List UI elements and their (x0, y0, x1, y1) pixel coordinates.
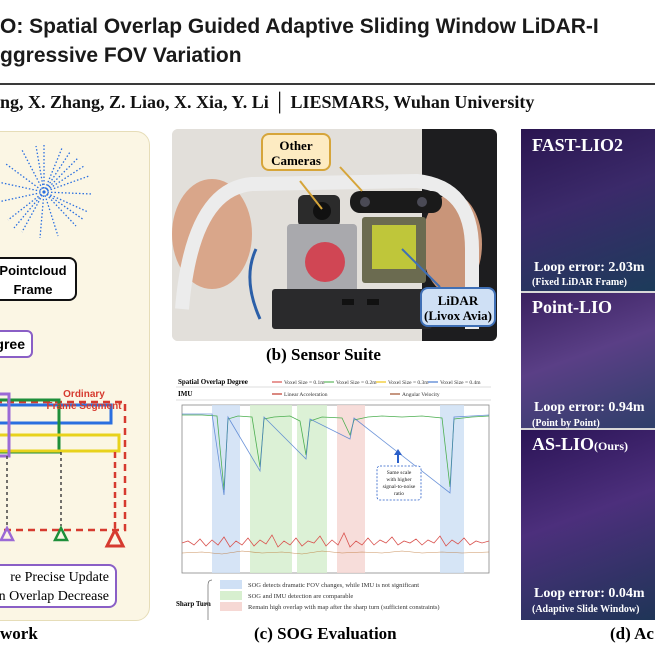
svg-text:ratio: ratio (394, 491, 404, 497)
caption-a: work (0, 624, 38, 643)
tile-fast-lio2-error: Loop error: 2.03m (534, 260, 645, 275)
legend-voxel-01: Voxel Size = 0.1m (284, 380, 325, 386)
legend-voxel-02: Voxel Size = 0.2m (336, 380, 377, 386)
band-blue-1 (212, 405, 240, 573)
pointcloud-frame-label: Pointcloud Frame (0, 257, 77, 301)
note-blue: SOG detects dramatic FOV changes, while … (248, 582, 419, 589)
sog-evaluation-chart: Spatial Overlap Degree Voxel Size = 0.1m… (172, 375, 495, 622)
tile-point-lio-sub: (Point by Point) (532, 418, 600, 429)
tile-as-lio-sub: (Adaptive Slide Window) (532, 604, 640, 615)
arrow-up-icon (394, 449, 402, 455)
frame-marker-purple-icon (0, 525, 16, 542)
tile-as-lio-title: AS-LIO(Ours) (532, 434, 628, 455)
authors-line: ng, X. Zhang, Z. Liao, X. Xia, Y. Li │ L… (0, 92, 535, 112)
title-divider (0, 83, 655, 85)
legend-voxel-04: Voxel Size = 0.4m (440, 380, 481, 386)
svg-text:with higher: with higher (386, 477, 411, 483)
frame-marker-green-icon (52, 525, 70, 542)
svg-text:Same scale: Same scale (387, 470, 412, 476)
title-line-2: ggressive FOV Variation (0, 44, 242, 67)
svg-text:signal-to-noise: signal-to-noise (383, 484, 416, 490)
caption-b: (b) Sensor Suite (266, 345, 381, 364)
legend-angular-vel: Angular Velocity (402, 392, 440, 398)
imu-trace (181, 532, 490, 548)
tile-as-lio-suffix: (Ours) (594, 439, 629, 453)
overlap-degree-label: egree (0, 330, 33, 358)
imu-title: IMU (178, 390, 192, 398)
caption-c: (c) SOG Evaluation (254, 624, 397, 643)
caption-d: (d) Ac (610, 624, 654, 643)
tile-as-lio: AS-LIO(Ours) Loop error: 0.04m (Adaptive… (521, 430, 655, 620)
band-green-1 (250, 405, 292, 573)
pointcloud-icon (0, 144, 93, 239)
legend-linear-acc: Linear Acceleration (284, 392, 328, 398)
sog-title: Spatial Overlap Degree (178, 378, 248, 386)
ordinary-segment-label: Ordinary Frame Segment (46, 389, 122, 412)
tile-point-lio-title: Point-LIO (532, 297, 613, 317)
framework-panel: Pointcloud Frame egree Ordinary Frame Se… (0, 131, 150, 621)
note-red: Remain high overlap with map after the s… (248, 604, 440, 611)
tile-as-lio-error: Loop error: 0.04m (534, 586, 645, 601)
other-cameras-callout: Other Cameras (261, 133, 331, 171)
accuracy-panel: FAST-LIO2 Loop error: 2.03m (Fixed LiDAR… (521, 129, 655, 620)
legend-voxel-03: Voxel Size = 0.3m (388, 380, 429, 386)
callout-leaders (299, 166, 441, 288)
tile-point-lio-error: Loop error: 0.94m (534, 400, 645, 415)
ordinary-segment-box (0, 400, 127, 532)
precise-update-label: re Precise Update n Overlap Decrease (0, 564, 117, 608)
title-line-1: O: Spatial Overlap Guided Adaptive Slidi… (0, 15, 599, 38)
frame-marker-red-icon (104, 526, 126, 548)
framework-diagram (0, 144, 127, 548)
sharp-turn-label: Sharp Turn (176, 600, 211, 608)
tile-as-lio-name: AS-LIO (532, 434, 595, 454)
tile-fast-lio2-title: FAST-LIO2 (532, 135, 624, 155)
tile-fast-lio2: FAST-LIO2 Loop error: 2.03m (Fixed LiDAR… (521, 129, 655, 291)
tile-fast-lio2-sub: (Fixed LiDAR Frame) (532, 277, 627, 288)
poster-title: O: Spatial Overlap Guided Adaptive Slidi… (0, 12, 655, 70)
lidar-callout: LiDAR (Livox Avia) (420, 287, 496, 327)
note-green: SOG and IMU detection are comparable (248, 593, 353, 600)
